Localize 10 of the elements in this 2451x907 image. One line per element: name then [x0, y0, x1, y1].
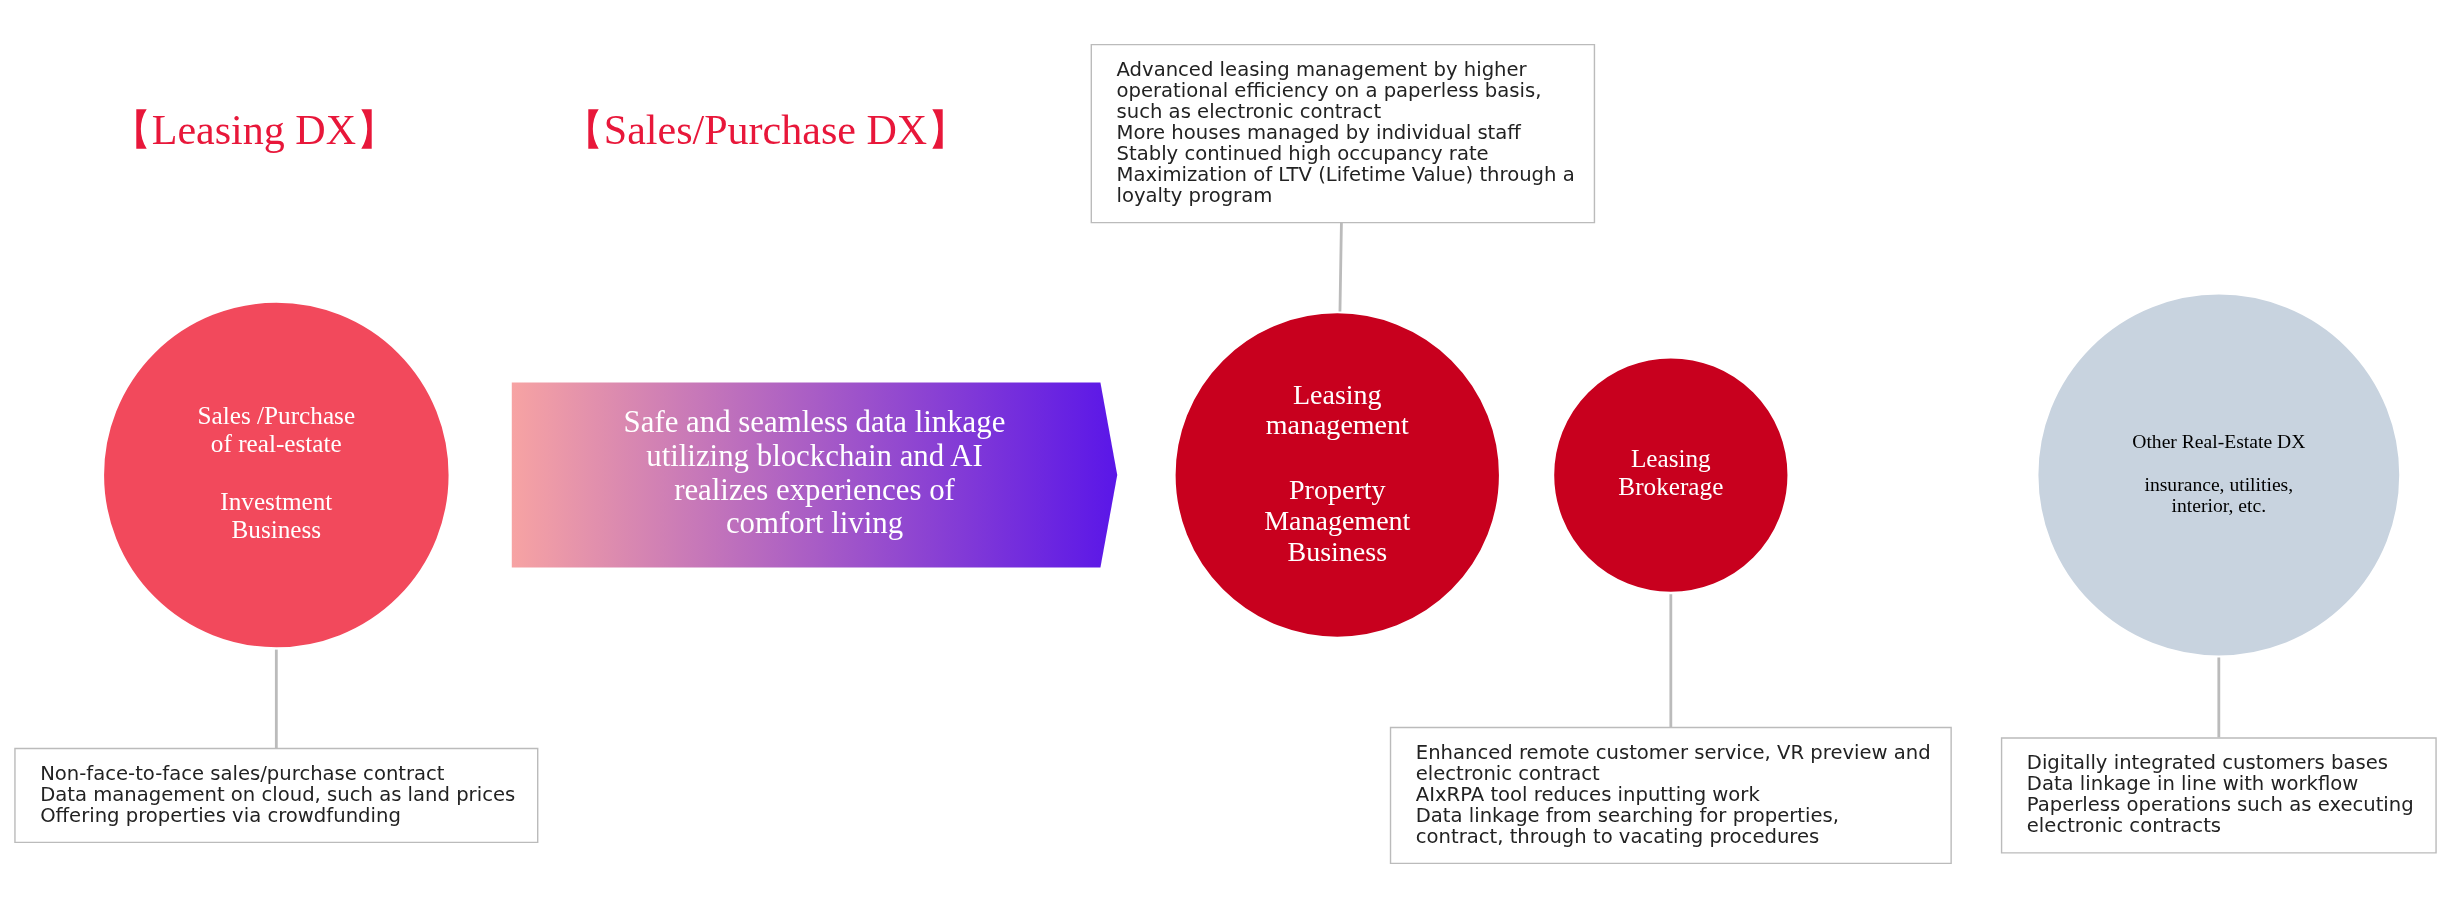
- node-box: Enhanced remote customer service, VR preview and electronic contract AIxRPA tool reduces inputting work Data linkage from searching for properties, contract, through to vacating procedures: [1389, 726, 1952, 864]
- node-box: Digitally integrated customers bases Data linkage in line with workflow Paperless operations such as executing electronic contracts: [2000, 736, 2437, 854]
- node-box: Advanced leasing management by higher operational efficiency on a paperless basis, such as electronic contract More houses managed by individual staff Stably continued high occupancy rate Maximization of LTV (Lifetime Value) through a loyalty program: [1090, 43, 1596, 223]
- label: 【Leasing DX】: [109, 106, 399, 153]
- connector: [1338, 222, 1343, 311]
- label: 【Sales/Purchase DX】: [561, 106, 970, 153]
- node-box: Non-face-to-face sales/purchase contract Data management on cloud, such as land prices Offering properties via crowdfunding: [14, 747, 539, 843]
- connector: [274, 649, 278, 748]
- connector: [2217, 657, 2221, 737]
- connector: [1669, 593, 1673, 727]
